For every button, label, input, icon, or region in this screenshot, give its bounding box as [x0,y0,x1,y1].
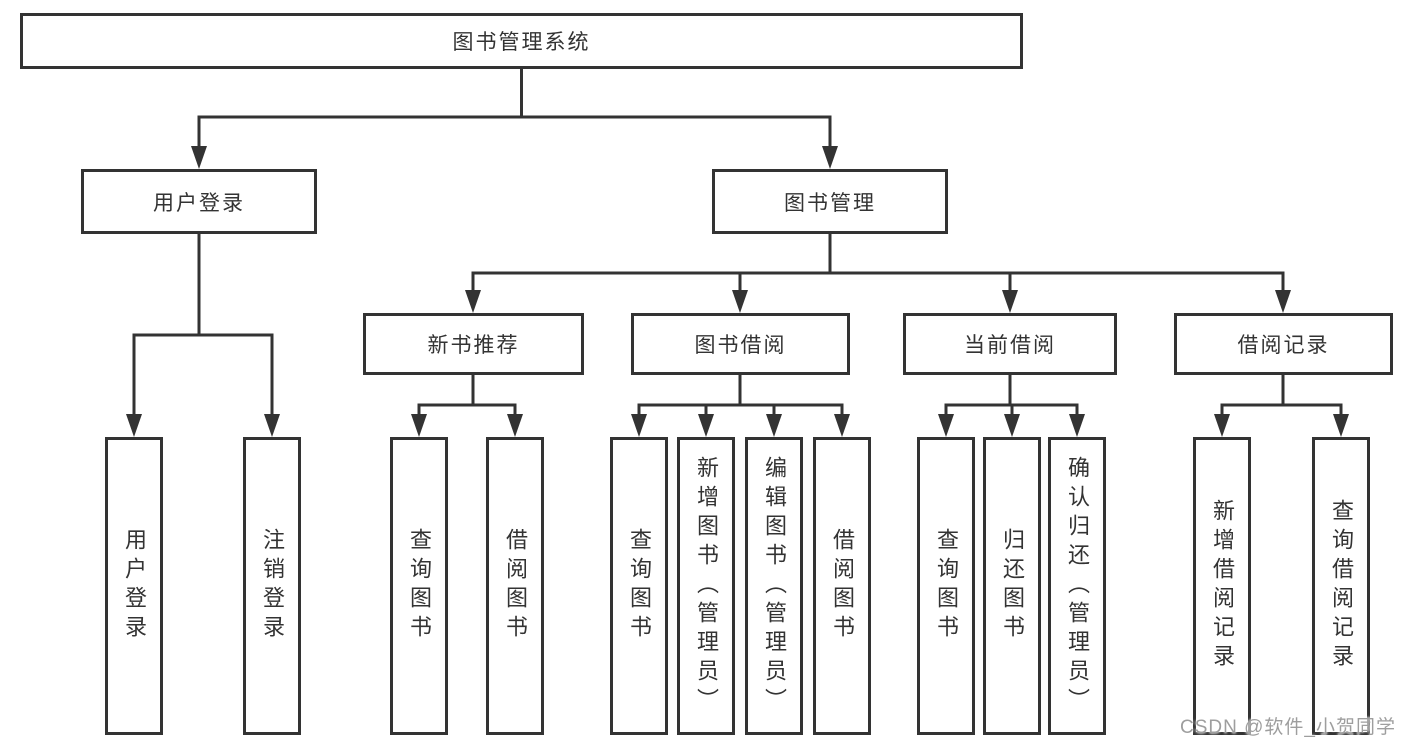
csdn-watermark: CSDN @软件_小贺同学 [1180,717,1396,738]
node-book-management: 图书管理 [712,169,948,234]
leaf-query-borrow-record: 查询借阅记录 [1312,437,1370,735]
node-current-borrow: 当前借阅 [903,313,1117,375]
leaf-add-borrow-record: 新增借阅记录 [1193,437,1251,735]
leaf-borrow-query-books: 查询图书 [610,437,668,735]
leaf-edit-book-admin: 编辑图书（管理员） [745,437,803,735]
leaf-add-book-admin: 新增图书（管理员） [677,437,735,735]
leaf-return-book: 归还图书 [983,437,1041,735]
leaf-confirm-return-admin: 确认归还（管理员） [1048,437,1106,735]
node-book-borrow: 图书借阅 [631,313,850,375]
leaf-newbook-query-books: 查询图书 [390,437,448,735]
leaf-newbook-borrow-books: 借阅图书 [486,437,544,735]
leaf-logout: 注销登录 [243,437,301,735]
leaf-user-login: 用户登录 [105,437,163,735]
leaf-current-query-books: 查询图书 [917,437,975,735]
node-borrow-records: 借阅记录 [1174,313,1393,375]
node-new-book-recommend: 新书推荐 [363,313,584,375]
node-library-system: 图书管理系统 [20,13,1023,69]
leaf-borrow-borrow-books: 借阅图书 [813,437,871,735]
node-user-login: 用户登录 [81,169,317,234]
